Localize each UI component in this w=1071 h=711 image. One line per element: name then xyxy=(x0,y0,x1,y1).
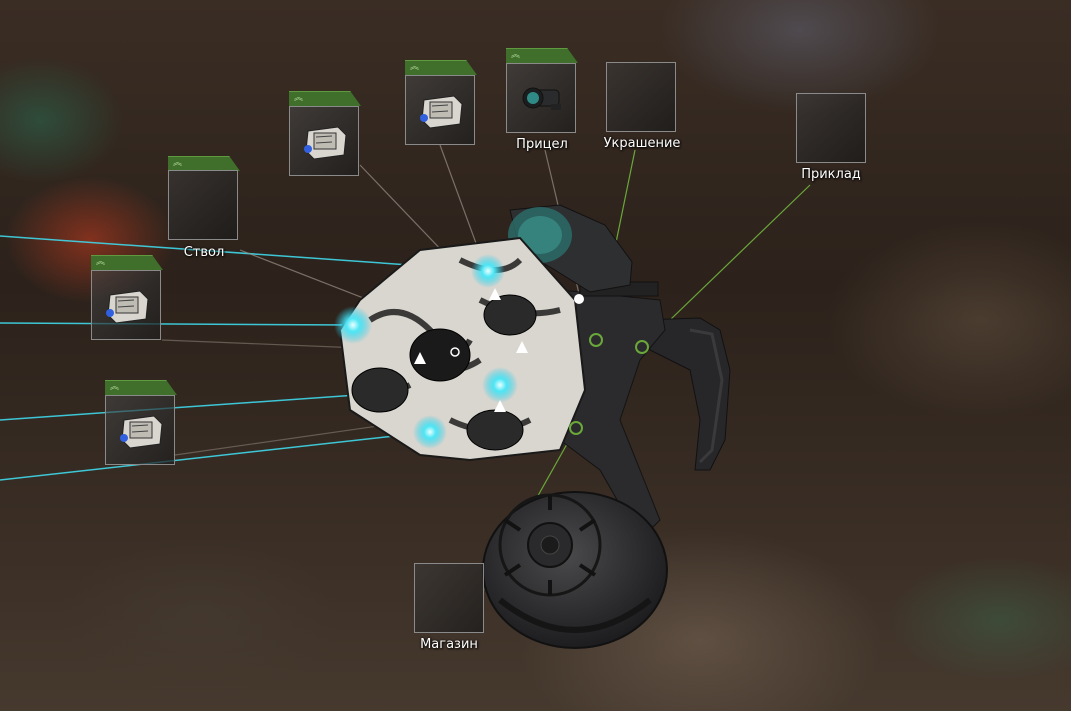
scope-icon xyxy=(522,87,561,110)
slot-tab-tactical-1: ︽ xyxy=(289,91,361,106)
slot-stock[interactable] xyxy=(796,93,866,163)
slot-tactical-3[interactable] xyxy=(91,270,161,340)
expand-chevron-icon: ︽ xyxy=(110,382,120,392)
slot-label-barrel: Ствол xyxy=(183,245,225,260)
tactical-device-icon xyxy=(120,415,163,449)
slot-label-magazine: Магазин xyxy=(420,637,478,652)
slot-sight[interactable] xyxy=(506,63,576,133)
tactical-device-icon xyxy=(106,290,149,324)
slot-label-stock: Приклад xyxy=(801,167,861,182)
slot-tab-tactical-3: ︽ xyxy=(91,255,163,270)
tactical-device-icon xyxy=(420,95,463,129)
weapon-model xyxy=(334,204,731,649)
expand-chevron-icon: ︽ xyxy=(410,62,420,72)
slot-decor[interactable] xyxy=(606,62,676,132)
slot-tab-barrel: ︽ xyxy=(168,156,240,171)
slot-tab-tactical-4: ︽ xyxy=(105,380,177,395)
slot-tactical-2[interactable] xyxy=(405,75,475,145)
expand-chevron-icon: ︽ xyxy=(294,93,304,103)
slot-tab-sight: ︽ xyxy=(506,48,578,63)
expand-chevron-icon: ︽ xyxy=(96,257,106,267)
slot-magazine[interactable] xyxy=(414,563,484,633)
slot-label-decor: Украшение xyxy=(603,136,681,151)
tactical-device-icon xyxy=(304,126,347,160)
slot-tactical-1[interactable] xyxy=(289,106,359,176)
slot-tab-tactical-2: ︽ xyxy=(405,60,477,75)
expand-chevron-icon: ︽ xyxy=(173,158,183,168)
expand-chevron-icon: ︽ xyxy=(511,50,521,60)
slot-label-sight: Прицел xyxy=(516,137,568,152)
slot-tactical-4[interactable] xyxy=(105,395,175,465)
slot-barrel[interactable] xyxy=(168,170,238,240)
